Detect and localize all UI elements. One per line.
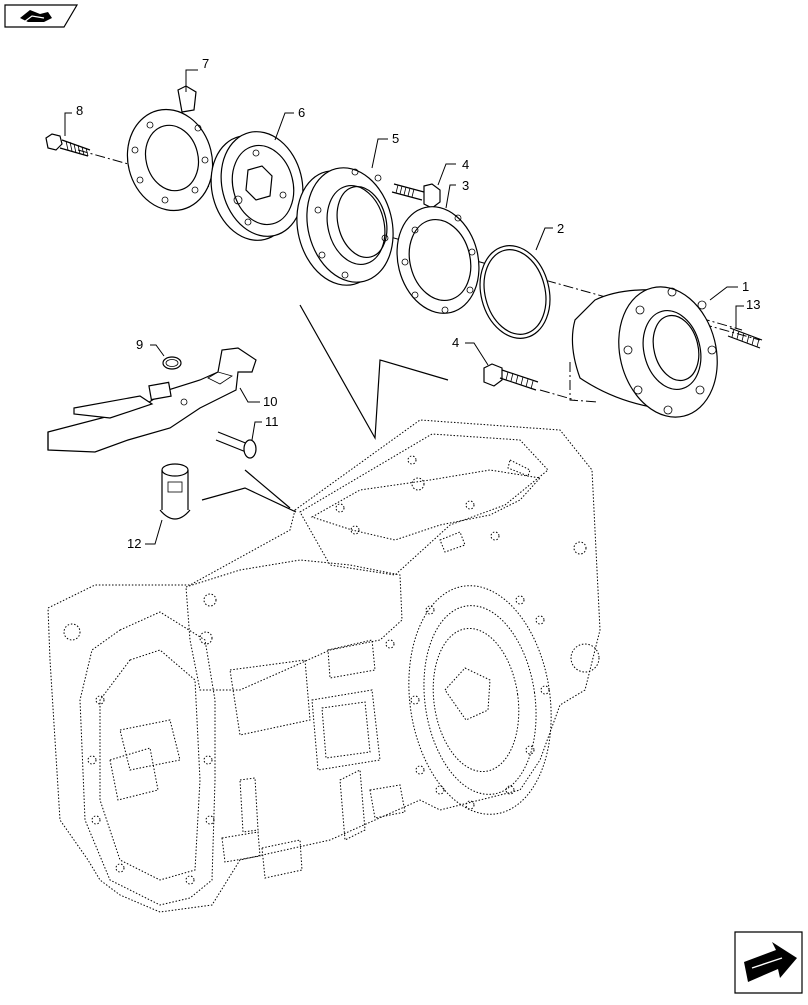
book-hand-pointer-icon[interactable] — [4, 4, 79, 28]
part-4-bolt-upper — [391, 183, 441, 209]
callout-7: 7 — [202, 56, 209, 71]
callout-labels: 7 8 6 5 4 3 2 1 13 4 9 10 11 12 — [76, 56, 760, 551]
callout-13: 13 — [746, 297, 760, 312]
part-5-bearing-cover — [296, 167, 394, 286]
part-1-housing — [571, 286, 718, 418]
callout-6: 6 — [298, 105, 305, 120]
part-10-lever — [47, 347, 257, 453]
callout-9: 9 — [136, 337, 143, 352]
callout-8: 8 — [76, 103, 83, 118]
part-13-stud — [727, 327, 763, 349]
part-12-shaft — [159, 463, 191, 520]
callout-10: 10 — [263, 394, 277, 409]
part-2-o-ring — [479, 245, 551, 339]
part-9-snap-ring — [162, 356, 182, 370]
part-4-bolt-lower — [483, 363, 539, 391]
part-3-gasket — [396, 206, 480, 314]
callout-5: 5 — [392, 131, 399, 146]
part-7-shim-plate — [126, 85, 214, 212]
callout-11: 11 — [265, 414, 279, 429]
leader-lines — [64, 69, 744, 545]
callout-4-upper: 4 — [462, 157, 469, 172]
callout-4-lower: 4 — [452, 335, 459, 350]
part-11-pin — [215, 431, 257, 459]
callout-3: 3 — [462, 178, 469, 193]
callout-12: 12 — [127, 536, 141, 551]
view-arrows — [201, 304, 449, 513]
part-6-hub — [210, 131, 304, 241]
next-page-arrow-icon[interactable] — [734, 931, 803, 994]
callout-1: 1 — [742, 279, 749, 294]
transmission-housing — [47, 419, 601, 913]
part-8-bolt — [45, 133, 91, 157]
callout-2: 2 — [557, 221, 564, 236]
